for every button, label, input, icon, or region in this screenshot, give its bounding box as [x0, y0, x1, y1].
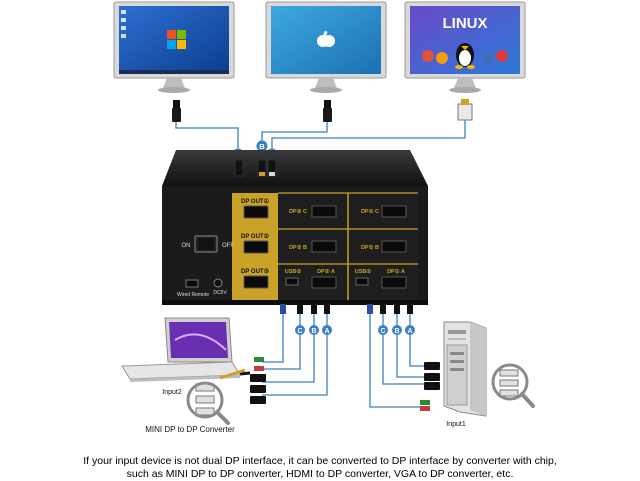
dp-out-2-label: DP OUT② — [241, 233, 270, 240]
distro-icon — [496, 50, 508, 62]
svg-text:C: C — [297, 328, 302, 335]
dp1b-port — [381, 240, 407, 253]
linux-screen-text: LINUX — [443, 15, 488, 32]
dp2a-label: DP② A — [317, 268, 335, 275]
wired-remote-label: Wired Remote — [177, 292, 209, 298]
cable-tag-input1-c: C — [378, 325, 388, 335]
svg-text:B: B — [394, 328, 399, 335]
converter-label: MINI DP to DP Converter — [145, 425, 235, 434]
monitor-mac — [265, 1, 387, 93]
dp-out-1-port — [243, 205, 269, 219]
distro-icon — [422, 50, 434, 62]
laptop — [121, 317, 241, 382]
cable-tag-input1-b: B — [392, 325, 402, 335]
off-label: OFF — [222, 243, 234, 249]
cable-tag-input2-b: B — [309, 325, 319, 335]
dp2a-port — [311, 276, 337, 289]
dp1a-label: DP① A — [387, 268, 405, 275]
dp2b-label: DP② B — [289, 244, 307, 251]
cable-tag-input2-c: C — [295, 325, 305, 335]
distro-icon — [436, 52, 448, 64]
dp-out-2-port — [243, 240, 269, 254]
input1-label: Input1 — [446, 421, 466, 428]
top-cable-a — [172, 100, 239, 150]
dp1a-port — [381, 276, 407, 289]
cable-tag-input1-a: A — [405, 325, 415, 335]
input2-cables — [250, 304, 330, 404]
monitor-windows — [113, 1, 235, 93]
cable-tag-input2-a: A — [322, 325, 332, 335]
usb2-label: USB② — [285, 268, 303, 275]
dp2c-label: DP② C — [289, 208, 307, 215]
dp-out-3-port — [243, 275, 269, 289]
dp1c-label: DP① C — [361, 208, 379, 215]
on-label: ON — [182, 243, 191, 249]
dp1c-port — [381, 205, 407, 218]
tux-penguin-icon — [455, 43, 475, 69]
svg-text:B: B — [311, 328, 316, 335]
magnifier-icon — [491, 363, 535, 408]
usb1-label: USB① — [355, 268, 373, 275]
usb2-port — [285, 277, 299, 286]
top-cable-b — [261, 100, 332, 143]
svg-text:C: C — [380, 328, 385, 335]
dp1b-label: DP① B — [361, 244, 379, 251]
footer-note: If your input device is not dual DP inte… — [0, 455, 640, 481]
wired-remote-port — [185, 279, 199, 288]
cable-tag-top-b: B — [256, 140, 268, 152]
footer-line-1: If your input device is not dual DP inte… — [83, 455, 557, 467]
svg-text:B: B — [259, 142, 265, 151]
svg-text:A: A — [407, 328, 412, 335]
usb1-port — [355, 277, 369, 286]
dp2c-port — [311, 205, 337, 218]
svg-text:A: A — [324, 328, 329, 335]
distro-icon — [482, 52, 494, 64]
input2-label: Input2 — [162, 389, 182, 396]
dc5v-port — [213, 278, 223, 288]
footer-line-2: such as MINI DP to DP converter, HDMI to… — [126, 468, 514, 480]
magnifier-icon — [186, 381, 230, 425]
dp-out-3-label: DP OUT③ — [241, 268, 270, 275]
top-cable-c — [271, 99, 473, 150]
dc5v-label: DC5V — [213, 290, 227, 296]
input1-cables — [367, 304, 440, 411]
windows-logo-icon — [167, 30, 186, 49]
desktop-tower — [443, 321, 487, 417]
dp-out-1-label: DP OUT① — [241, 198, 270, 205]
apple-logo-icon — [317, 31, 335, 47]
dp2b-port — [311, 240, 337, 253]
monitor-linux: LINUX — [404, 1, 526, 93]
